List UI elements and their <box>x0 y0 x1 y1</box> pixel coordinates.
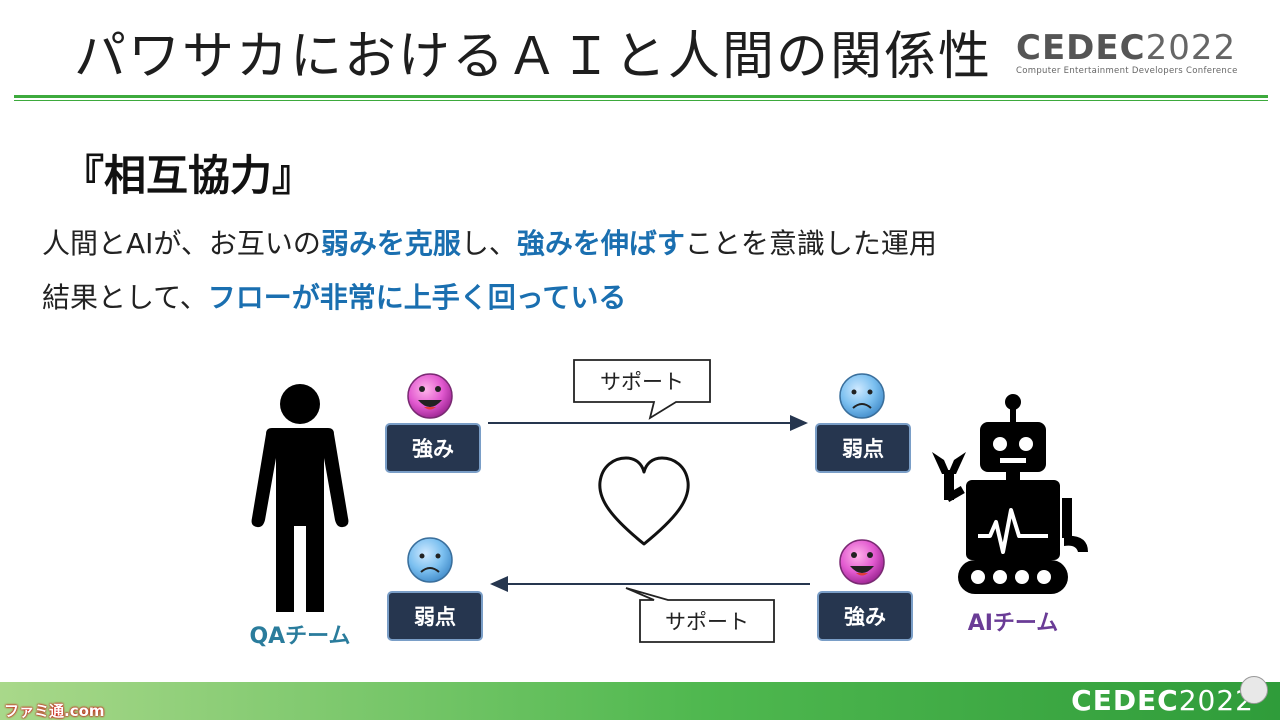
section-heading: 『相互協力』 <box>62 151 315 200</box>
sad-face-icon <box>839 373 885 419</box>
strength-box-ai: 強み <box>817 591 913 641</box>
strength-box-human: 強み <box>385 423 481 473</box>
svg-text:弱点: 弱点 <box>414 605 456 629</box>
happy-face-icon <box>407 373 453 419</box>
slide-title: パワサカにおけるＡＩと人間の関係性 <box>74 27 993 87</box>
svg-text:弱点: 弱点 <box>842 437 884 461</box>
svg-text:強み: 強み <box>844 605 886 629</box>
svg-text:サポート: サポート <box>665 610 749 634</box>
footer-bar: CEDEC2022 <box>0 682 1280 720</box>
footer-cedec-logo: CEDEC2022 <box>1071 684 1254 717</box>
support-callout-top: サポート <box>573 359 711 420</box>
robot-icon <box>932 394 1088 594</box>
heart-icon <box>598 456 690 546</box>
svg-text:サポート: サポート <box>600 370 684 394</box>
title-divider <box>14 95 1268 98</box>
human-icon <box>251 384 349 612</box>
weakness-box-ai: 弱点 <box>815 423 911 473</box>
title-divider-thin <box>14 100 1268 101</box>
cedec-badge-icon <box>1240 676 1268 704</box>
support-callout-bottom: サポート <box>625 587 775 643</box>
weakness-box-human: 弱点 <box>387 591 483 641</box>
svg-text:強み: 強み <box>412 437 454 461</box>
famitsu-watermark: ファミ通.com <box>4 702 105 720</box>
cedec-logo: CEDEC2022 Computer Entertainment Develop… <box>1016 28 1238 76</box>
qa-team-label: QAチーム <box>249 624 350 649</box>
sad-face-icon <box>407 537 453 583</box>
ai-team-label: AIチーム <box>968 611 1059 636</box>
body-line-2: 結果として、フローが非常に上手く回っている <box>42 281 627 314</box>
happy-face-icon <box>839 539 885 585</box>
cooperation-diagram: QAチーム AIチーム <box>0 330 1280 680</box>
body-line-1: 人間とAIが、お互いの弱みを克服し、強みを伸ばすことを意識した運用 <box>42 227 937 260</box>
